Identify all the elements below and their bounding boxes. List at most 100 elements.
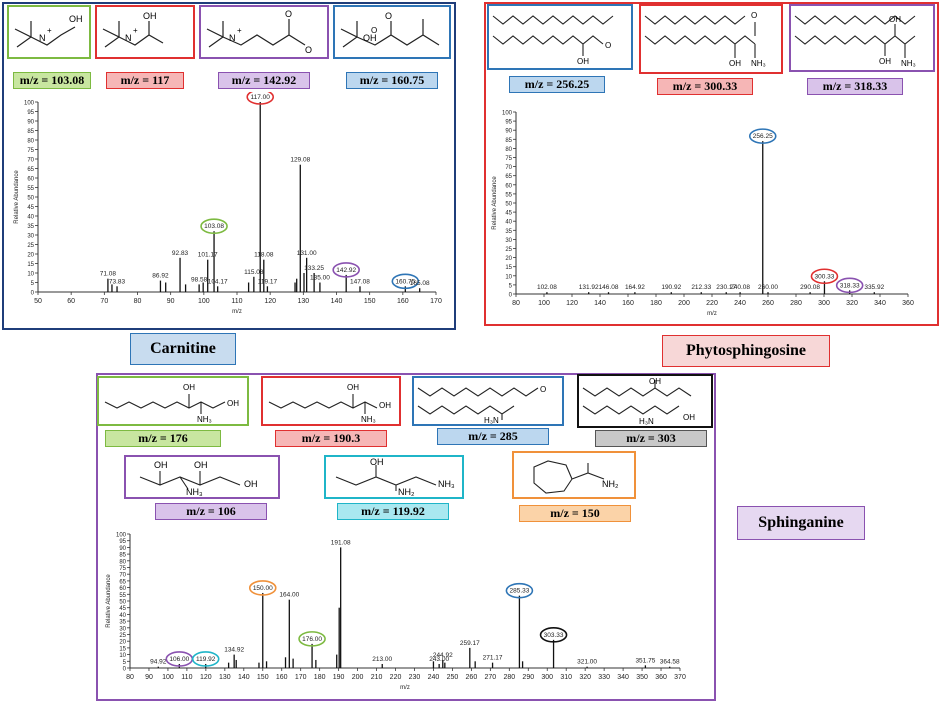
y-tick-label: 10 [505,274,512,280]
peak-label: 104.17 [208,278,228,285]
x-tick-label: 310 [560,674,572,681]
x-tick-label: 260 [466,674,478,681]
y-tick-label: 85 [119,553,126,559]
x-tick-label: 210 [371,674,383,681]
peak-label: 106.00 [169,656,189,663]
x-tick-label: 100 [538,300,550,307]
x-tick-label: 290 [522,674,534,681]
svg-text:O: O [385,11,392,21]
sph-label-106: m/z = 106 [155,503,267,520]
svg-text:NH₃: NH₃ [901,59,916,68]
y-tick-label: 45 [27,205,34,211]
y-axis-label: Relative Abundance [14,170,20,224]
carnitine-panel [2,2,456,330]
sph-label-190: m/z = 190.3 [275,430,387,447]
peak-label: 94.92 [150,659,167,666]
svg-text:OH: OH [649,377,661,386]
carnitine-label-117: m/z = 117 [106,72,184,89]
y-tick-label: 75 [27,148,34,154]
x-tick-label: 90 [167,298,175,305]
svg-text:O: O [540,385,546,394]
y-tick-label: 90 [27,120,34,126]
peak-highlight-circle [298,631,326,647]
y-tick-label: 100 [116,533,127,539]
x-tick-label: 120 [264,298,276,305]
y-tick-label: 30 [119,626,126,632]
svg-text:+: + [237,26,242,35]
y-tick-label: 35 [505,229,512,235]
y-tick-label: 0 [509,293,513,299]
peak-highlight-circle [539,627,568,643]
svg-text:OH: OH [683,413,695,422]
peak-label: 364.58 [660,659,680,666]
svg-text:+: + [47,26,52,35]
x-tick-label: 160 [397,298,409,305]
x-tick-label: 300 [818,300,830,307]
peak-label: 256.25 [753,133,773,140]
phyto-structure-300: O OH NH₃ [639,4,783,74]
svg-text:OH: OH [227,399,239,408]
peak-label: 176.00 [302,636,322,643]
x-tick-label: 360 [655,674,667,681]
sph-structure-106: OH OH NH₃ OH [124,455,280,499]
sph-structure-303: OH H₃N OH [577,374,713,428]
peak-highlight-circle [505,582,534,599]
peak-label: 335.92 [864,284,884,291]
x-tick-label: 160 [622,300,634,307]
peak-label: 86.92 [152,273,169,280]
svg-text:H₃N: H₃N [639,417,654,426]
peak-label: 119.17 [258,278,278,285]
n-atom: N [39,33,46,43]
y-tick-label: 90 [119,546,126,552]
x-tick-label: 200 [678,300,690,307]
svg-text:N: N [229,33,236,43]
peak-highlight-circle [332,262,360,278]
sph-structure-285: O H₃N [412,376,564,426]
x-tick-label: 110 [181,674,192,681]
x-tick-label: 160 [276,674,288,681]
y-tick-label: 40 [119,613,126,619]
carnitine-label-142: m/z = 142.92 [218,72,310,89]
peak-label: 131.92 [579,284,599,291]
y-tick-label: 30 [505,238,512,244]
peak-label: 164.00 [279,592,299,599]
svg-text:H₃N: H₃N [484,416,499,424]
x-tick-label: 330 [598,674,610,681]
x-tick-label: 350 [636,674,648,681]
peak-label: 271.17 [483,655,503,662]
svg-text:NH₃: NH₃ [186,487,203,497]
y-tick-label: 20 [119,640,126,646]
svg-text:OH: OH [577,57,589,66]
svg-text:NH₂: NH₂ [602,479,619,489]
x-tick-label: 320 [846,300,858,307]
phyto-label-300: m/z = 300.33 [657,78,753,95]
x-tick-label: 270 [485,674,497,681]
x-tick-label: 230 [409,674,421,681]
y-tick-label: 30 [27,234,34,240]
x-tick-label: 220 [706,300,718,307]
peak-label: 213.00 [372,656,392,663]
x-tick-label: 140 [594,300,606,307]
peak-highlight-circle [248,580,277,596]
peak-label: 98.58 [191,276,208,283]
svg-text:NH₃: NH₃ [751,59,766,68]
y-tick-label: 10 [27,272,34,278]
peak-label: 285.33 [509,588,529,595]
x-tick-label: 180 [314,674,326,681]
x-tick-label: 320 [579,674,591,681]
svg-text:OH: OH [244,479,258,489]
x-tick-label: 340 [617,674,629,681]
y-tick-label: 100 [24,101,35,107]
phytosphingosine-name: Phytosphingosine [662,335,830,367]
y-tick-label: 60 [27,177,34,183]
peak-highlight-circle [200,218,228,234]
x-tick-label: 140 [331,298,343,305]
x-tick-label: 360 [902,300,914,307]
peak-label: 133.25 [304,265,324,272]
x-tick-label: 150 [257,674,269,681]
svg-text:NH₃: NH₃ [361,415,376,424]
svg-text:OH: OH [347,383,359,392]
x-tick-label: 240 [428,674,440,681]
x-tick-label: 90 [145,674,153,681]
peak-label: 118.08 [254,252,274,259]
